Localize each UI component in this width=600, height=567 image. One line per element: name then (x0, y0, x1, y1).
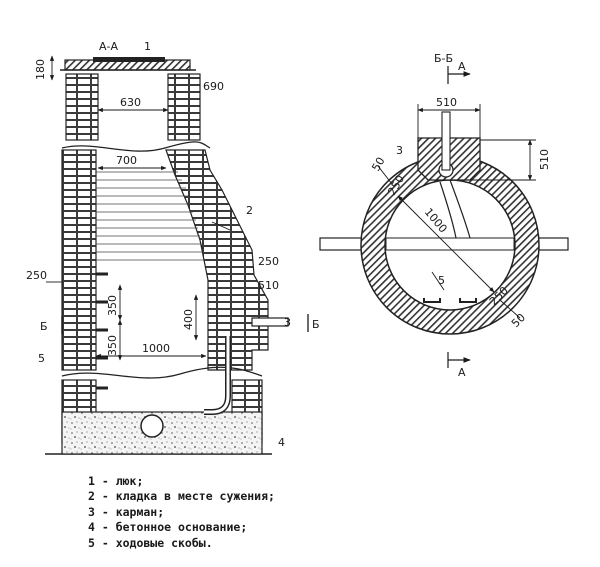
dim-510: 510 (258, 279, 279, 292)
section-bb-title: Б-Б (434, 52, 453, 65)
callout-4: 4 (278, 436, 285, 449)
dim-250-right: 250 (258, 255, 279, 268)
section-bb: Б-Б А А 510 510 50 250 1000 250 50 3 5 (319, 52, 569, 379)
callout-1: 1 (144, 40, 151, 53)
section-aa-title: А-А (99, 40, 118, 53)
section-aa: А-А 180 690 630 700 250 510 250 350 350 … (26, 40, 320, 455)
callout-3: 3 (284, 316, 291, 329)
bb-dim-510-top: 510 (436, 96, 457, 109)
callout-2: 2 (246, 204, 253, 217)
legend-item-5: 5 - ходовые скобы. (88, 535, 213, 550)
dim-400: 400 (182, 309, 195, 330)
bb-callout-3: 3 (396, 144, 403, 157)
neck-wall-right (167, 73, 201, 141)
dim-180: 180 (34, 59, 47, 80)
bb-dim-50-top: 50 (369, 155, 387, 174)
concrete-base (61, 411, 263, 455)
cut-mark-a-bottom: А (458, 366, 466, 379)
legend-item-4: 4 - бетонное основание; (88, 520, 248, 535)
bb-dim-50-bottom: 50 (509, 311, 528, 330)
callout-5: 5 (38, 352, 45, 365)
bb-callout-5: 5 (438, 274, 445, 287)
dim-1000: 1000 (142, 342, 170, 355)
neck-wall-left (65, 73, 99, 141)
bb-dimension-lines (377, 104, 536, 319)
bb-dim-510-side: 510 (538, 149, 551, 170)
cut-marks-b (61, 314, 309, 334)
legend-item-2: 2 - кладка в месте сужения; (88, 489, 275, 504)
cut-mark-a-top: А (458, 60, 466, 73)
cut-mark-b-left: Б (40, 320, 48, 333)
interior-courses (96, 171, 206, 261)
dim-350-lower: 350 (106, 335, 119, 356)
dim-630: 630 (120, 96, 141, 109)
dimension-lines (46, 55, 231, 361)
base-pipe (140, 414, 164, 438)
pocket-channel (441, 111, 451, 171)
pocket-pipe (251, 317, 289, 327)
cut-line-a (447, 66, 471, 368)
break-line-lower (61, 366, 263, 379)
hatch-frame (60, 57, 196, 71)
plan-rungs (423, 298, 477, 303)
legend-item-3: 3 - карман; (88, 504, 165, 519)
dim-690: 690 (203, 80, 224, 93)
shaft-wall-left (61, 149, 97, 371)
dim-700: 700 (116, 154, 137, 167)
break-line-upper (61, 141, 211, 152)
dim-250-left: 250 (26, 269, 47, 282)
legend-item-1: 1 - люк; (88, 474, 144, 488)
cut-mark-b-right: Б (312, 318, 320, 331)
dim-350-upper: 350 (106, 295, 119, 316)
step-rungs (96, 272, 108, 390)
legend: 1 - люк; 2 - кладка в месте сужения; 3 -… (88, 474, 275, 551)
